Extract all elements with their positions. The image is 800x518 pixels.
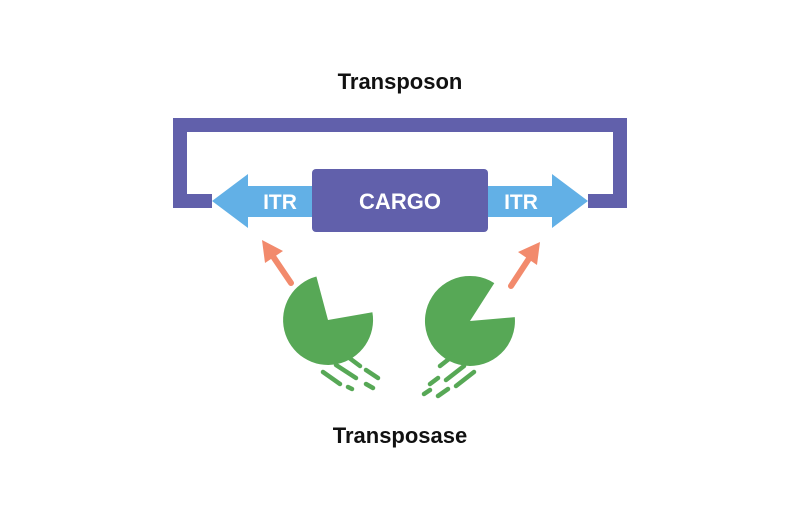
cargo-label: CARGO [359,189,441,214]
pacman-icon [424,275,515,366]
cargo-box [312,169,488,232]
left-itr-label: ITR [263,191,297,214]
transposon-loop [173,118,627,208]
right-itr-label: ITR [504,191,538,214]
arrow-up-icon [262,240,294,286]
pacman-icon [283,276,374,365]
motion-lines-icon [320,354,381,392]
transposon-title: Transposon [338,69,463,94]
left-transposase-enzyme [283,276,381,392]
motion-lines-icon [421,352,477,399]
right-itr-arrow [485,174,588,228]
arrow-up-icon [508,242,540,289]
transposase-title: Transposase [333,423,468,448]
left-itr-arrow [212,174,315,228]
right-transposase-enzyme [421,275,515,399]
